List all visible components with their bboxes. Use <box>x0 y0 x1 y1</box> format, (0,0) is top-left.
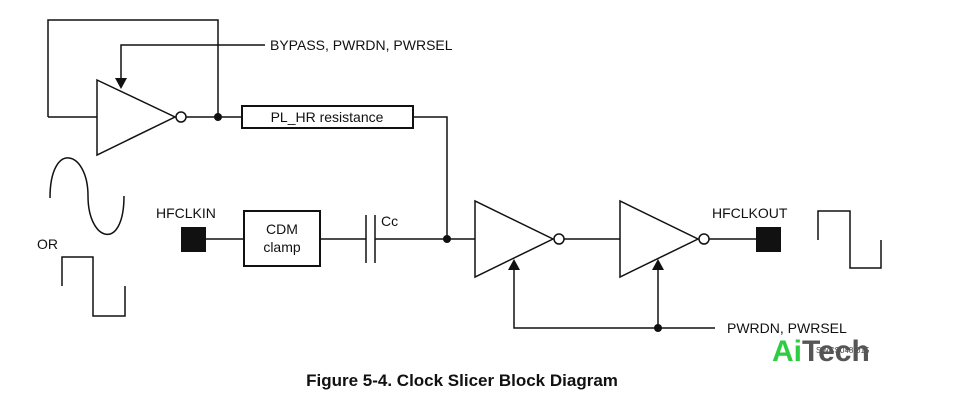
junction-dot-bottom <box>654 324 662 332</box>
inverter-3 <box>619 199 700 279</box>
inverter-3-control-arrowhead <box>652 259 664 270</box>
inverter-2-control-arrowhead <box>508 259 520 270</box>
hfclkin-pin <box>181 227 206 252</box>
watermark-logo: AiTech <box>772 335 870 368</box>
hfclkout-pin <box>756 227 781 252</box>
clamp-label: clamp <box>263 239 301 255</box>
or-label: OR <box>37 236 58 252</box>
inverter-3-bubble <box>698 233 710 245</box>
inverter-2 <box>474 199 555 279</box>
cdm-label: CDM <box>266 221 298 237</box>
pl-hr-resistance-box <box>241 105 414 129</box>
hfclkin-label: HFCLKIN <box>156 205 216 221</box>
bypass-control-line <box>120 44 265 80</box>
cdm-clamp-box <box>243 210 321 267</box>
figure-id: SWCS048-015 <box>816 346 870 355</box>
feedback-loop <box>47 19 219 118</box>
sine-wave-icon <box>49 157 125 235</box>
pwrdn-control-lines <box>513 268 715 329</box>
capacitor-cc <box>365 215 376 263</box>
hfclkout-label: HFCLKOUT <box>712 205 788 221</box>
cc-label: Cc <box>381 213 398 229</box>
bypass-arrowhead <box>115 78 127 89</box>
input-square-wave-icon <box>61 256 126 317</box>
watermark-tech: Tech <box>802 335 870 368</box>
pl-hr-resistance-label: PL_HR resistance <box>271 109 384 125</box>
inverter-1 <box>96 78 177 157</box>
bypass-label: BYPASS, PWRDN, PWRSEL <box>270 37 453 53</box>
figure-caption: Figure 5-4. Clock Slicer Block Diagram <box>306 371 618 390</box>
inverter-2-bubble <box>553 233 565 245</box>
junction-dot-top <box>214 113 222 121</box>
output-square-wave-icon <box>817 210 882 269</box>
inverter-1-bubble <box>175 111 187 123</box>
watermark-ai: Ai <box>772 335 802 368</box>
pwrdn-pwrsel-label: PWRDN, PWRSEL <box>727 320 847 336</box>
junction-dot-mid <box>443 235 451 243</box>
